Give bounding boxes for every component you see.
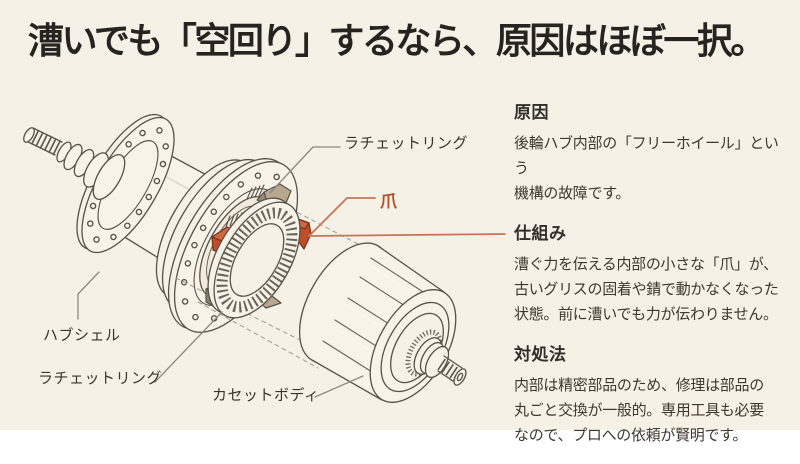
label-cassette-body: カセットボディ — [212, 387, 320, 404]
axle-threads — [26, 128, 62, 156]
hub-exploded-diagram — [23, 113, 506, 403]
leader-hub-shell — [77, 271, 100, 320]
label-ratchet-ring-bottom: ラチェットリング — [38, 370, 163, 387]
section-remedy-heading: 対処法 — [514, 345, 567, 364]
pawl-leader-lines — [308, 197, 506, 237]
dust-cap — [92, 154, 126, 200]
spring-top — [246, 184, 265, 200]
cassette-body — [298, 242, 467, 403]
section-cause-heading: 原因 — [514, 103, 549, 122]
section-remedy-body: 内部は精密部品のため、修理は部品の 丸ごと交換が一般的。専用工具も必要 なので、… — [514, 377, 764, 444]
section-mechanism-body: 漕ぐ力を伝える内部の小さな「爪」が、 古いグリスの固着や錆で動かなくなった 状態… — [514, 256, 779, 323]
section-remedy: 対処法 内部は精密部品のため、修理は部品の 丸ごと交換が一般的。専用工具も必要 … — [514, 343, 792, 448]
label-hub-shell: ハブシェル — [43, 327, 121, 344]
leader-cassette-body — [314, 375, 364, 398]
leader-pawl-label — [308, 197, 376, 237]
section-cause: 原因 後輪ハブ内部の「フリーホイール」という 機構の故障です。 — [514, 101, 792, 206]
axle-stub-hole — [456, 372, 464, 382]
axle-bottom-edge — [25, 140, 56, 156]
leader-pawl-to-text — [308, 233, 506, 237]
leader-lines — [77, 146, 364, 398]
axle-stub-top-edge — [443, 355, 463, 369]
guide-line-bottom-2 — [197, 301, 319, 369]
axle-stub-end — [453, 368, 467, 386]
axle-top-edge — [32, 127, 63, 143]
leader-ratchet-ring-top — [269, 146, 341, 194]
axle-stub-bottom-edge — [437, 370, 457, 384]
info-column: 原因 後輪ハブ内部の「フリーホイール」という 機構の故障です。 仕組み 漕ぐ力を… — [514, 101, 792, 464]
section-cause-body: 後輪ハブ内部の「フリーホイール」という 機構の故障です。 — [514, 135, 779, 202]
label-ratchet-ring-top: ラチェットリング — [344, 135, 469, 152]
axle-stub-threads — [437, 358, 463, 382]
ratchet-ring-hole — [229, 223, 285, 297]
axle-assembly — [23, 127, 126, 200]
ratchet-ring — [207, 197, 301, 319]
cassette-top-edge — [377, 245, 445, 293]
leader-ratchet-ring-bottom — [154, 311, 223, 383]
axle-end-cap — [23, 127, 35, 143]
section-mechanism: 仕組み 漕ぐ力を伝える内部の小さな「爪」が、 古いグリスの固着や錆で動かなくなっ… — [514, 222, 792, 327]
axle-nut-front — [424, 345, 450, 379]
page-title: 漕いでも「空回り」するなら、原因はほぼ一択。 — [28, 21, 766, 61]
ratchet-ring-teeth — [216, 207, 298, 313]
section-mechanism-heading: 仕組み — [514, 224, 567, 243]
infographic-canvas: 漕いでも「空回り」するなら、原因はほぼ一択。 — [0, 0, 800, 444]
label-pawl: 爪 — [380, 192, 398, 211]
cassette-bottom-edge — [311, 359, 383, 401]
